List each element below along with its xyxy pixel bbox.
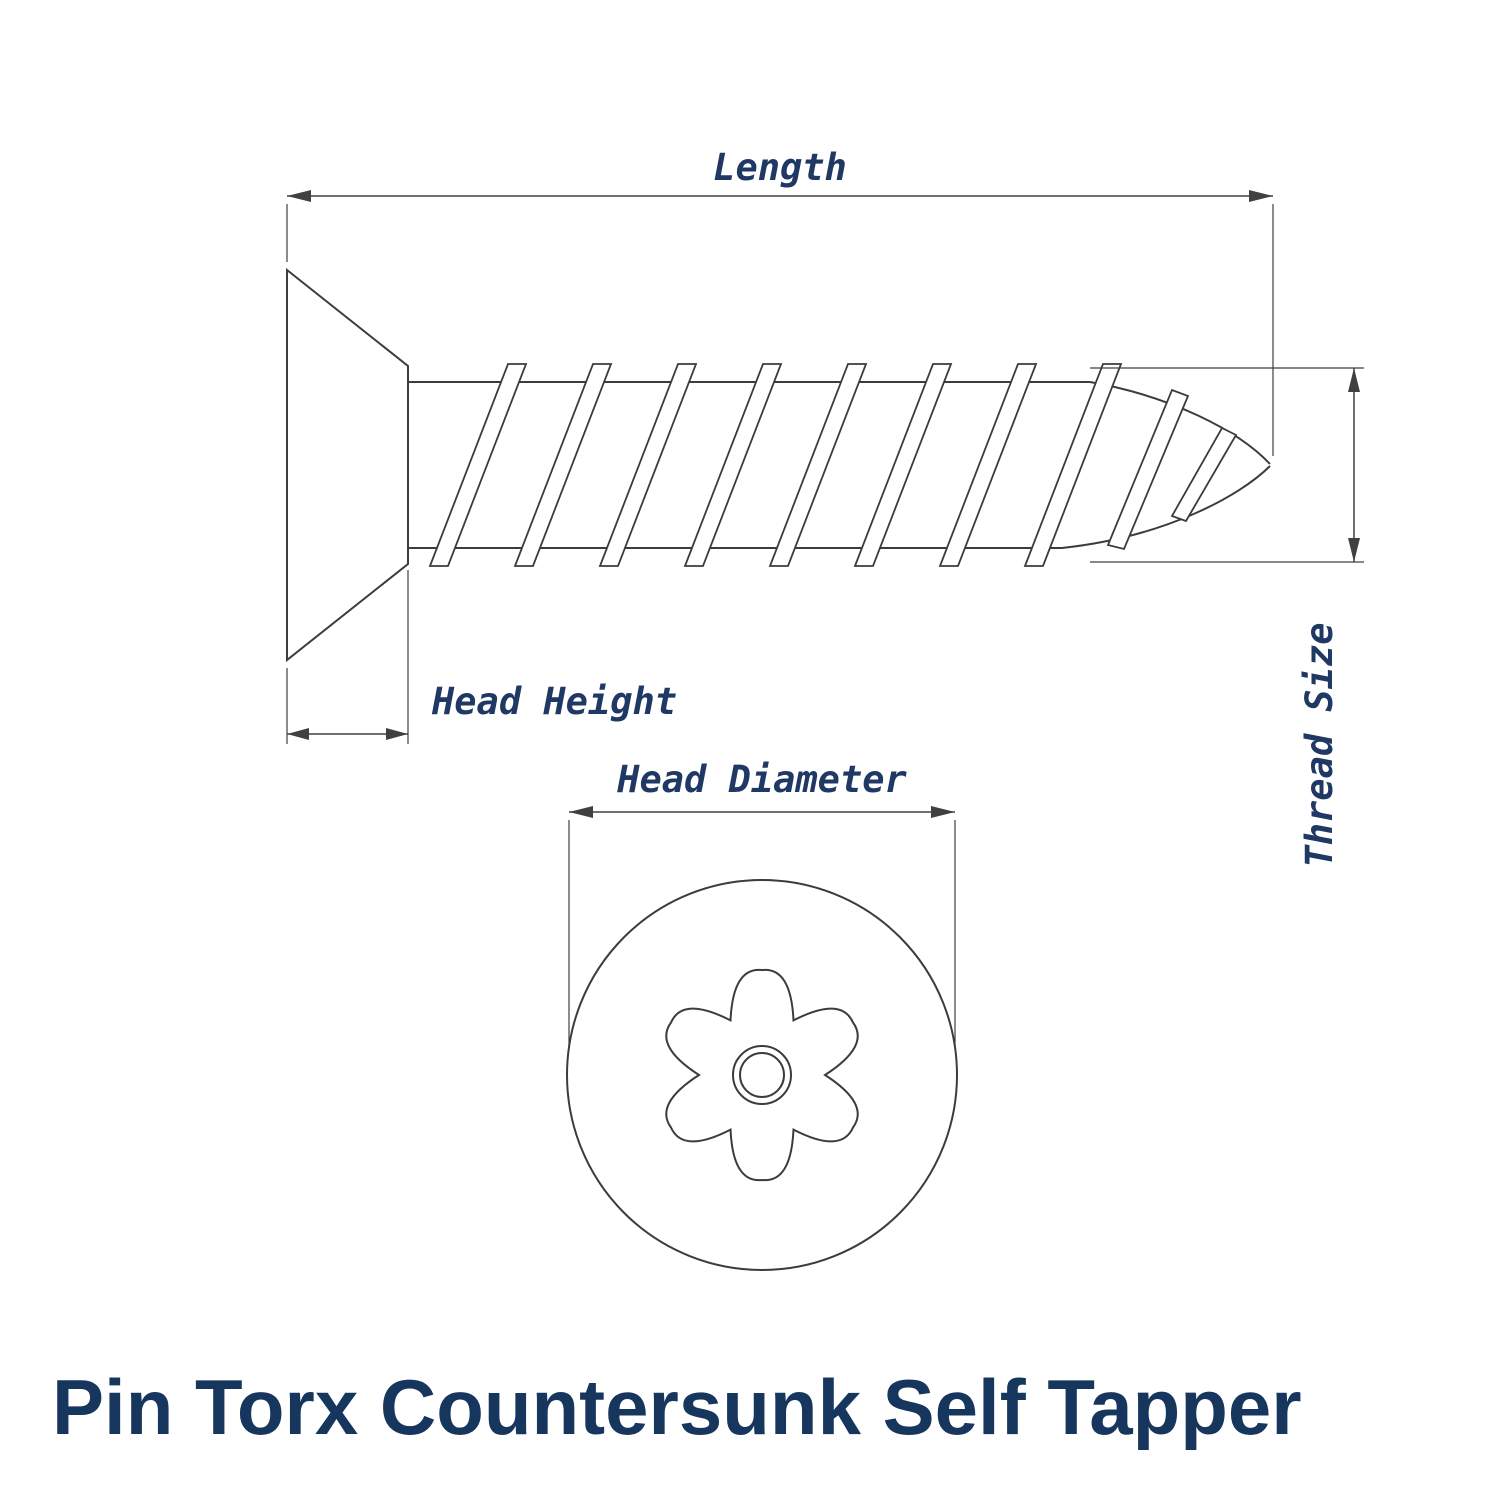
page-title: Pin Torx Countersunk Self Tapper: [52, 1363, 1302, 1451]
arrowhead-left: [287, 728, 309, 740]
thread-crest: [853, 363, 953, 567]
thread-size-label: Thread Size: [1298, 622, 1341, 867]
thread-crest: [938, 363, 1038, 567]
security-pin-outer-circle: [732, 1045, 792, 1105]
thread-crest: [683, 363, 783, 567]
thread-crest: [768, 363, 868, 567]
countersunk-head-profile: [286, 267, 409, 663]
arrowhead-down: [1348, 538, 1360, 562]
length-dimension: Length: [286, 146, 1274, 456]
arrowhead-left: [569, 806, 593, 818]
thread-crest: [1023, 363, 1123, 567]
thread-crest: [598, 363, 698, 567]
tip-taper-bottom: [1061, 465, 1271, 549]
thread-crest-tip: [1170, 426, 1238, 523]
torx-recess-star: [665, 968, 859, 1182]
arrowhead-right: [931, 806, 955, 818]
arrowhead-right: [386, 728, 408, 740]
screw-head-bottom-view: [566, 879, 958, 1271]
security-pin-inner-circle: [739, 1052, 785, 1098]
length-label: Length: [713, 146, 847, 189]
head-height-dimension: Head Height: [286, 570, 677, 744]
head-diameter-dimension: Head Diameter: [568, 758, 956, 1072]
tip-taper-top: [1089, 381, 1271, 465]
head-height-label: Head Height: [431, 680, 677, 723]
thread-crest: [428, 363, 528, 567]
arrowhead-left: [287, 190, 311, 202]
arrowhead-right: [1249, 190, 1273, 202]
arrowhead-up: [1348, 368, 1360, 392]
screw-side-view: [286, 267, 1271, 663]
thread-size-dimension: Thread Size: [1090, 367, 1364, 868]
thread-crest: [513, 363, 613, 567]
thread-crest-taper: [1106, 388, 1190, 551]
head-diameter-label: Head Diameter: [616, 758, 907, 801]
